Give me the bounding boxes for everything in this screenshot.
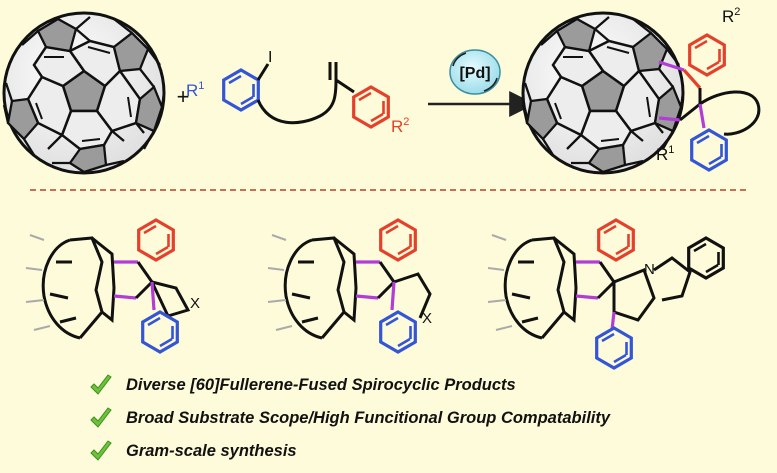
product-type-1: X <box>25 218 200 354</box>
iodo-label: I <box>268 49 272 66</box>
feature-item: Gram-scale synthesis <box>88 435 610 468</box>
feature-text: Diverse [60]Fullerene-Fused Spirocyclic … <box>126 376 516 394</box>
fullerene-fragment-3 <box>487 234 578 340</box>
product-r1-label: R1 <box>656 144 674 164</box>
substrate-r2-label: R2 <box>391 116 409 136</box>
c60-reactant <box>2 11 166 175</box>
feature-item: Broad Substrate Scope/High Funcitional G… <box>88 402 610 435</box>
substrate-molecule: R1 I R2 <box>186 49 409 136</box>
substrate-red-ring <box>352 85 390 129</box>
product-type-2: X <box>267 218 432 354</box>
heteroatom-label-3: N <box>644 261 655 278</box>
product-blue-ring <box>690 128 728 172</box>
product-r2-label: R2 <box>722 6 740 26</box>
product-type-3: N <box>487 218 725 370</box>
product-spiro-unit: R2 R1 <box>656 6 761 172</box>
plus-sign: + <box>177 84 190 109</box>
fullerene-fragment-1 <box>25 234 116 340</box>
check-icon <box>90 406 112 428</box>
catalytic-cycle-arrows-icon <box>452 52 498 92</box>
feature-text: Broad Substrate Scope/High Funcitional G… <box>126 409 611 427</box>
feature-list: Diverse [60]Fullerene-Fused Spirocyclic … <box>88 369 610 468</box>
catalyst-label: [Pd] <box>459 65 490 82</box>
fullerene-fragment-2 <box>267 234 358 340</box>
pd-catalyst-badge: [Pd] <box>449 49 501 95</box>
check-icon <box>90 373 112 395</box>
heteroatom-label-1: X <box>190 295 200 312</box>
substrate-r1-label: R1 <box>186 80 204 100</box>
product-red-ring <box>688 33 726 77</box>
heteroatom-label-2: X <box>422 310 432 327</box>
feature-item: Diverse [60]Fullerene-Fused Spirocyclic … <box>88 369 610 402</box>
check-icon <box>90 439 112 461</box>
feature-text: Gram-scale synthesis <box>126 442 297 460</box>
substrate-blue-ring <box>222 68 260 112</box>
